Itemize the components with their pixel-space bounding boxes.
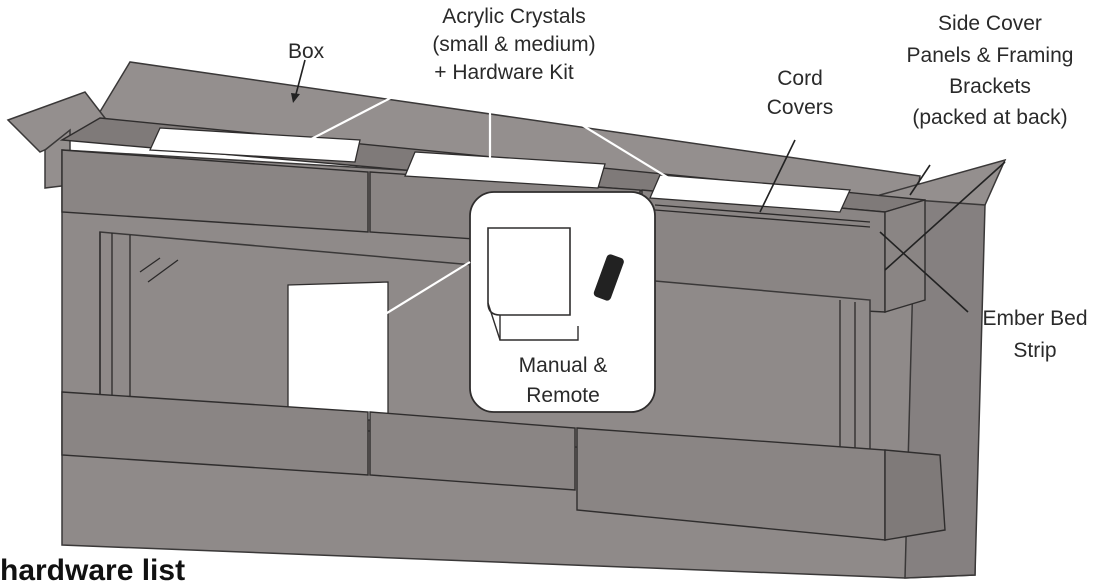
label-crystals-2: (small & medium) bbox=[432, 33, 595, 56]
leader-side bbox=[909, 164, 931, 196]
label-box: Box bbox=[288, 40, 325, 63]
label-side-3: Brackets bbox=[949, 75, 1031, 98]
label-side-2: Panels & Framing bbox=[907, 44, 1074, 67]
arrow-manual bbox=[334, 261, 471, 346]
label-side-1: Side Cover bbox=[938, 12, 1042, 35]
arrow-crystals-left bbox=[289, 74, 436, 151]
leader-box bbox=[294, 59, 306, 99]
label-side-4: (packed at back) bbox=[912, 106, 1067, 129]
top-foam-front-left bbox=[61, 149, 369, 233]
glass-reflection-1 bbox=[139, 257, 161, 273]
cord-cover-strip bbox=[654, 204, 871, 223]
leader-box-head bbox=[291, 93, 300, 103]
bottom-foam-mid bbox=[369, 411, 576, 491]
remote-icon bbox=[593, 254, 624, 301]
bottom-foam-left bbox=[61, 391, 369, 476]
label-crystals-3: + Hardware Kit bbox=[434, 61, 574, 84]
cord-cover-strip-2 bbox=[654, 209, 871, 228]
crystal-tray-middle bbox=[404, 151, 606, 189]
label-ember-1: Ember Bed bbox=[982, 307, 1087, 330]
label-manual-1: Manual & bbox=[519, 354, 608, 377]
manual-box bbox=[287, 281, 389, 421]
top-foam-right-end bbox=[884, 199, 926, 313]
label-manual-2: Remote bbox=[526, 384, 600, 407]
leader-cord bbox=[759, 139, 796, 213]
bottom-foam-right-end bbox=[884, 449, 946, 541]
label-cord-2: Covers bbox=[767, 96, 834, 119]
manual-book-icon bbox=[487, 227, 579, 341]
section-heading: hardware list bbox=[0, 554, 185, 584]
arrow-crystals-right bbox=[499, 74, 681, 186]
crystal-tray-left bbox=[149, 127, 361, 163]
label-ember-2: Strip bbox=[1013, 339, 1056, 362]
leader-ember bbox=[879, 231, 969, 313]
label-cord-1: Cord bbox=[777, 67, 823, 90]
glass-reflection-2 bbox=[147, 259, 179, 283]
arrowhead-manual bbox=[328, 340, 340, 350]
leader-ember-edge bbox=[884, 161, 1006, 271]
label-crystals-1: Acrylic Crystals bbox=[442, 5, 586, 28]
crystal-tray-right bbox=[649, 174, 851, 213]
